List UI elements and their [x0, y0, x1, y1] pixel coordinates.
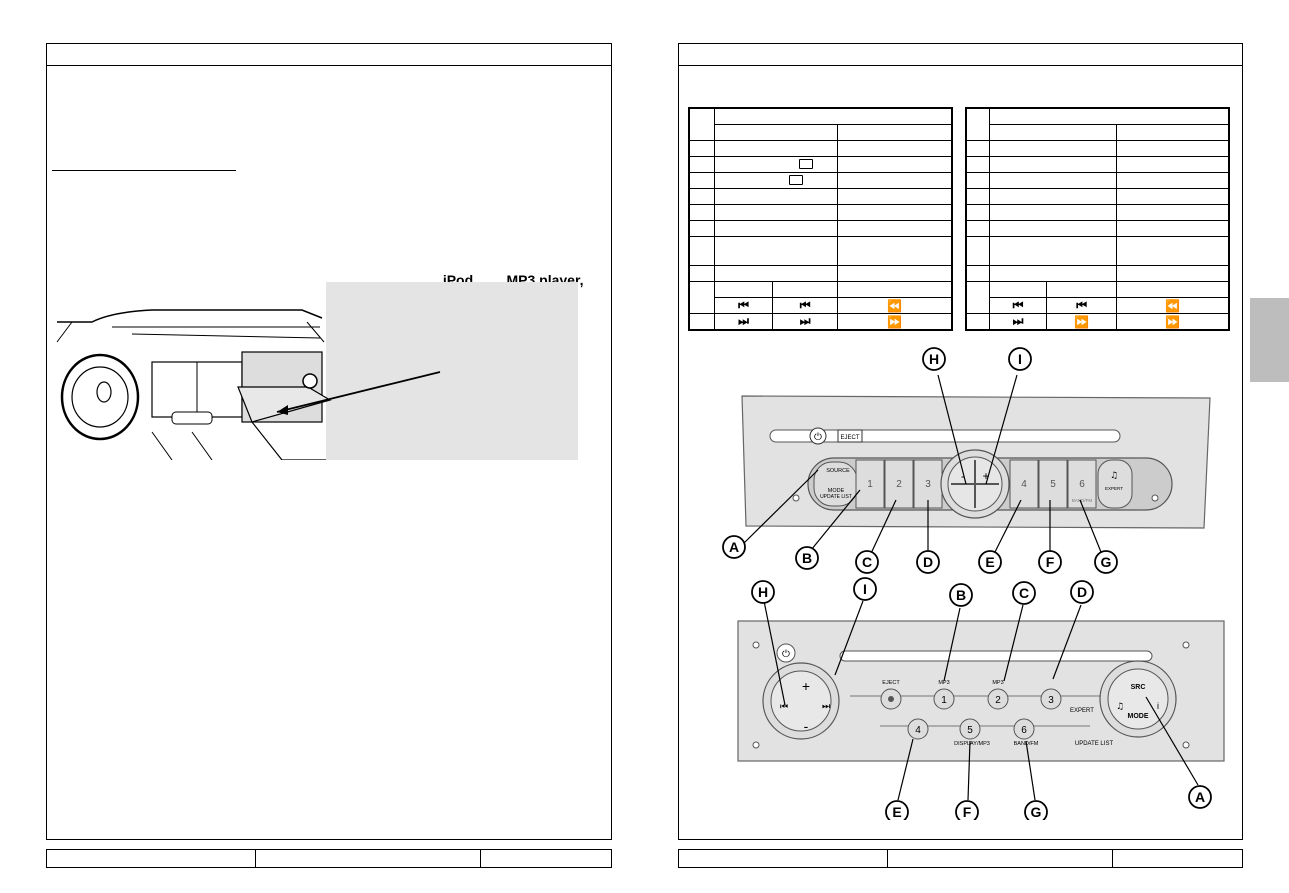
preset-3-label: 3: [925, 479, 931, 490]
svg-text:♫: ♫: [1116, 702, 1124, 712]
preset-6-label: 6: [1021, 725, 1027, 736]
minus-label: -: [961, 469, 965, 483]
preset-4-label: 4: [915, 725, 921, 736]
display-mp3-label: DISPLAY/MP3: [954, 741, 990, 747]
prev-track-icon: ⏮: [714, 297, 773, 314]
next-track-icon: ⏭: [989, 313, 1047, 331]
folder-icon: [799, 158, 814, 169]
controls-table-left: ⏮⏮⏪ ⏭⏭⏩: [688, 107, 953, 331]
section-tab: [1250, 298, 1289, 382]
eject-label: EJECT: [882, 680, 900, 686]
eject-label: EJECT: [840, 435, 859, 441]
source-label: SOURCE: [826, 468, 850, 474]
plus-label: +: [802, 678, 810, 694]
prev-track-icon: ⏮: [989, 297, 1047, 314]
preset-2-label: 2: [896, 479, 902, 490]
preset-4-label: 4: [1021, 479, 1027, 490]
fast-forward-icon: ⏩: [1045, 313, 1118, 331]
dashboard-illustration: [52, 282, 578, 460]
fast-forward-icon: ⏩: [837, 313, 953, 331]
radio-unit-1-diagram: ⏻ EJECT SOURCE MODE UPDATE LIST 1 2 3 4 …: [741, 374, 1211, 563]
rewind-icon: ⏪: [1116, 297, 1230, 314]
mp3-label: MP3: [992, 680, 1003, 686]
right-page-frame: [678, 43, 1243, 840]
svg-text:⏭: ⏭: [822, 702, 830, 712]
preset-1-label: 1: [867, 479, 873, 490]
left-section-rule: [52, 170, 236, 171]
svg-text:♫: ♫: [1110, 471, 1118, 481]
prev-icon: ⏮: [1045, 297, 1118, 314]
src-label: SRC: [1131, 684, 1146, 691]
svg-text:⏻: ⏻: [782, 649, 790, 660]
controls-table-right: ⏮⏮⏪ ⏭⏩⏩: [965, 107, 1230, 331]
mode-label: MODE: [1128, 713, 1149, 720]
right-page-footer: [678, 849, 1243, 868]
band-label: BAND/FM: [1072, 498, 1093, 503]
next-track-icon: ⏭: [714, 313, 773, 331]
left-page-frame: [46, 43, 612, 840]
next-icon: ⏭: [771, 313, 839, 331]
update-list-label: UPDATE LIST: [820, 494, 852, 500]
left-page-header-bar: [46, 43, 612, 66]
plus-label: +: [982, 469, 989, 483]
preset-6-label: 6: [1079, 479, 1085, 490]
preset-1-label: 1: [941, 695, 947, 706]
prev-icon: ⏮: [771, 297, 839, 314]
left-page-footer: [46, 849, 612, 868]
mode-label: MODE: [828, 488, 845, 494]
preset-2-label: 2: [995, 695, 1001, 706]
svg-text:⏻: ⏻: [814, 432, 822, 443]
preset-3-label: 3: [1048, 695, 1054, 706]
update-list-label: UPDATE LIST: [1075, 741, 1114, 747]
expert-label: EXPERT: [1070, 708, 1094, 714]
folder-icon: [789, 174, 804, 185]
svg-text:⏮: ⏮: [780, 702, 788, 712]
preset-5-label: 5: [1050, 479, 1056, 490]
mp3-label: MP3: [938, 680, 949, 686]
preset-5-label: 5: [967, 725, 973, 736]
minus-label: -: [804, 718, 809, 734]
fast-forward-icon: ⏩: [1116, 313, 1230, 331]
radio-unit-2-diagram: ⏻ + - ⏮ ⏭ EJECT MP3 MP3 1 2 3 4 5 6 EXPE…: [737, 600, 1225, 801]
expert-label: EXPERT: [1105, 486, 1123, 491]
rewind-icon: ⏪: [837, 297, 953, 314]
right-page-header-bar: [678, 43, 1243, 66]
info-label: i: [1157, 701, 1159, 711]
